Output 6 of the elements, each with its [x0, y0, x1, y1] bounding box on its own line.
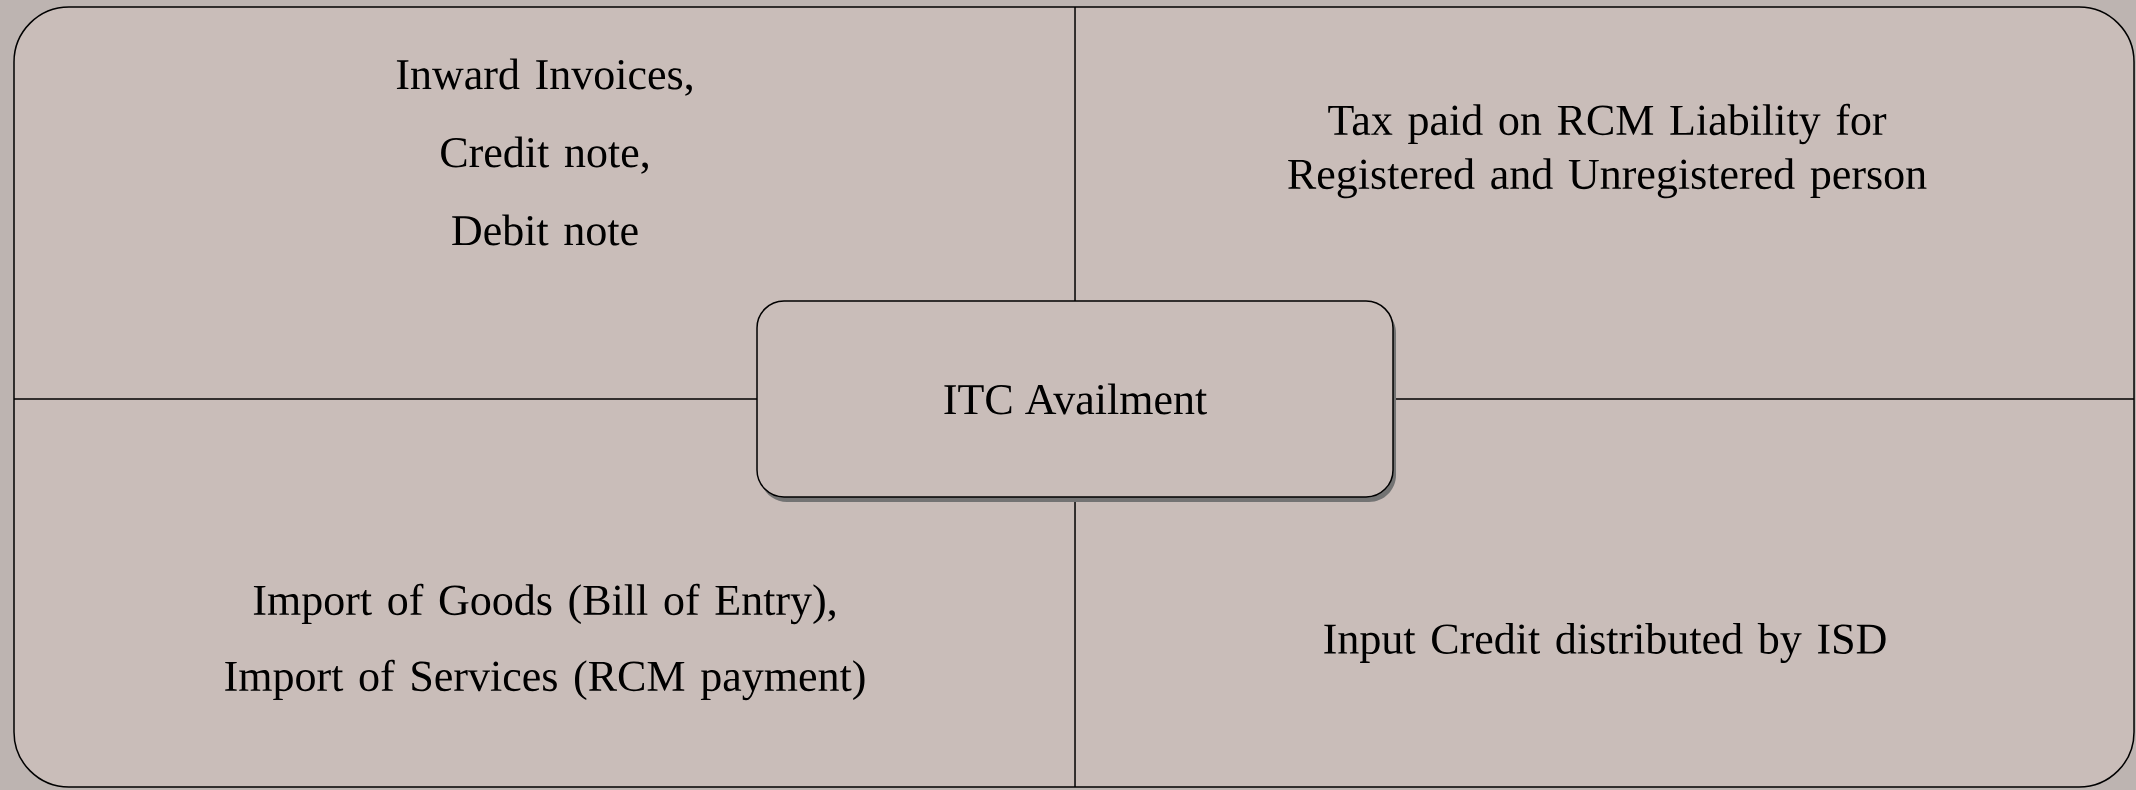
quadrant-text: Import of Goods (Bill of Entry), Import of Services (RCM payment): [225, 583, 865, 701]
diagram-frame: [13, 6, 2135, 788]
quadrant-text: Tax paid on RCM Liability for Registered and Unregistered person: [1288, 103, 1927, 199]
center-box: ITC Availment: [756, 300, 1396, 502]
quadrant-text: Input Credit distributed by ISD: [1324, 623, 1886, 663]
quadrant-text: Inward Invoices, Credit note, Debit note: [396, 58, 692, 246]
